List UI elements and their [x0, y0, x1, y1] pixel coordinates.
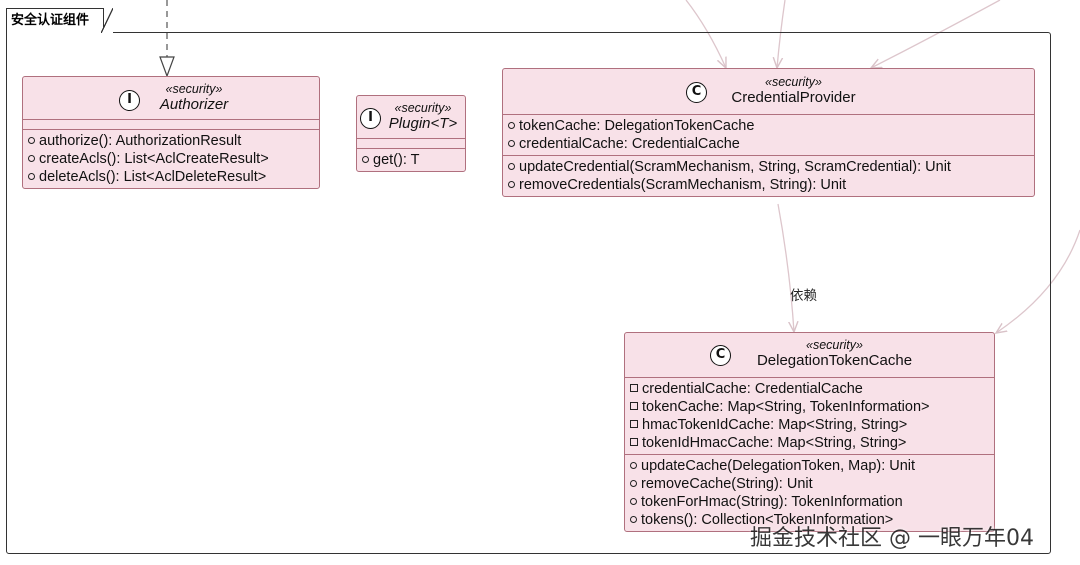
public-visibility-icon [508, 163, 515, 170]
public-visibility-icon [28, 173, 35, 180]
field-row: tokenCache: Map<String, TokenInformation… [630, 398, 994, 416]
plugin-stereotype: «security» [394, 101, 452, 115]
public-visibility-icon [630, 462, 637, 469]
method-row: deleteAcls(): List<AclDeleteResult> [28, 168, 319, 186]
field-row: hmacTokenIdCache: Map<String, String> [630, 416, 994, 434]
method-row: get(): T [362, 151, 465, 169]
dependency-line-top-1 [685, 0, 726, 68]
method-row: updateCredential(ScramMechanism, String,… [508, 158, 1034, 176]
public-visibility-icon [28, 155, 35, 162]
authorizer-methods: authorize(): AuthorizationResult createA… [23, 129, 319, 188]
public-visibility-icon [508, 122, 515, 129]
public-visibility-icon [508, 140, 515, 147]
authorizer-name: Authorizer [159, 96, 229, 113]
credential-provider-header: C «security» CredentialProvider [503, 69, 1034, 114]
authorizer-header: I «security» Authorizer [23, 77, 319, 119]
public-visibility-icon [630, 516, 637, 523]
dependency-line-right [996, 229, 1080, 333]
private-visibility-icon [630, 384, 638, 392]
field-row: credentialCache: CredentialCache [508, 135, 1034, 153]
delegation-token-cache-header: C «security» DelegationTokenCache [625, 333, 994, 377]
method-row: removeCache(String): Unit [630, 475, 994, 493]
package-frame [6, 32, 1051, 554]
dependency-line-top-3 [871, 0, 1001, 68]
authorizer-fields [23, 119, 319, 129]
public-visibility-icon [508, 181, 515, 188]
method-row: removeCredentials(ScramMechanism, String… [508, 176, 1034, 194]
package-title: 安全认证组件 [6, 7, 114, 33]
public-visibility-icon [630, 498, 637, 505]
plugin-name: Plugin<T> [388, 115, 458, 132]
plugin-interface[interactable]: I «security» Plugin<T> get(): T [356, 95, 466, 172]
private-visibility-icon [630, 420, 638, 428]
delegation-token-cache-stereotype: «security» [806, 338, 863, 352]
plugin-methods: get(): T [357, 148, 465, 171]
delegation-token-cache-name: DelegationTokenCache [756, 352, 913, 369]
field-row: credentialCache: CredentialCache [630, 380, 994, 398]
plugin-header: I «security» Plugin<T> [357, 96, 465, 138]
public-visibility-icon [362, 156, 369, 163]
credential-provider-methods: updateCredential(ScramMechanism, String,… [503, 155, 1034, 196]
field-row: tokenIdHmacCache: Map<String, String> [630, 434, 994, 452]
delegation-token-cache-fields: credentialCache: CredentialCache tokenCa… [625, 377, 994, 454]
delegation-token-cache-methods: updateCache(DelegationToken, Map): Unit … [625, 454, 994, 531]
credential-provider-name: CredentialProvider [731, 89, 856, 106]
method-row: tokens(): Collection<TokenInformation> [630, 511, 994, 529]
method-row: updateCache(DelegationToken, Map): Unit [630, 457, 994, 475]
delegation-token-cache-class[interactable]: C «security» DelegationTokenCache creden… [624, 332, 995, 532]
public-visibility-icon [28, 137, 35, 144]
authorizer-interface[interactable]: I «security» Authorizer authorize(): Aut… [22, 76, 320, 189]
interface-icon: I [360, 108, 381, 129]
method-row: tokenForHmac(String): TokenInformation [630, 493, 994, 511]
plugin-fields [357, 138, 465, 148]
dependency-line-main [777, 203, 794, 332]
method-row: authorize(): AuthorizationResult [28, 132, 319, 150]
field-row: tokenCache: DelegationTokenCache [508, 117, 1034, 135]
dependency-label: 依赖 [790, 288, 817, 303]
authorizer-stereotype: «security» [165, 82, 223, 96]
credential-provider-stereotype: «security» [765, 75, 822, 89]
realization-arrowhead [159, 56, 175, 78]
private-visibility-icon [630, 402, 638, 410]
private-visibility-icon [630, 438, 638, 446]
method-row: createAcls(): List<AclCreateResult> [28, 150, 319, 168]
dependency-line-top-2 [777, 0, 786, 68]
class-icon: C [686, 82, 707, 103]
public-visibility-icon [630, 480, 637, 487]
credential-provider-fields: tokenCache: DelegationTokenCache credent… [503, 114, 1034, 155]
watermark-text: 掘金技术社区 @ 一眼万年04 [750, 526, 1034, 551]
interface-icon: I [119, 90, 140, 111]
credential-provider-class[interactable]: C «security» CredentialProvider tokenCac… [502, 68, 1035, 197]
class-icon: C [710, 345, 731, 366]
